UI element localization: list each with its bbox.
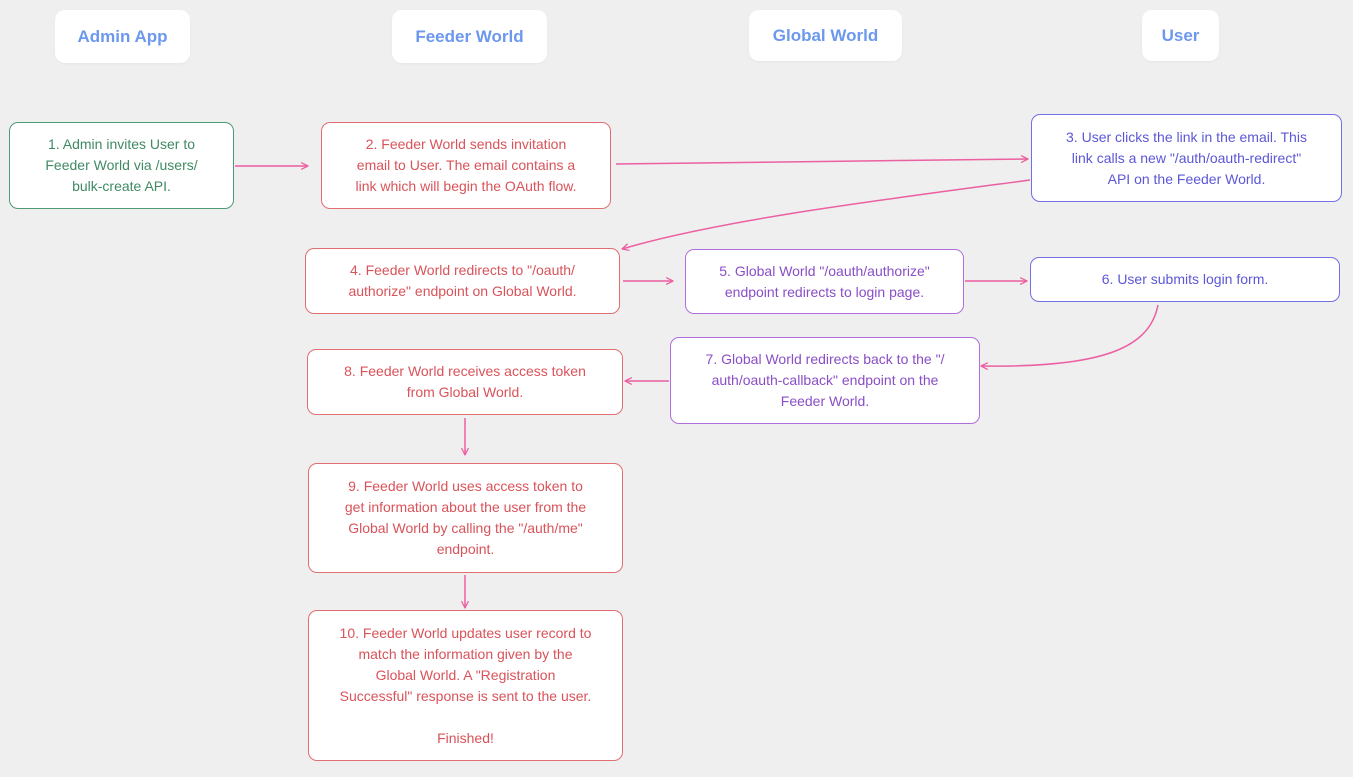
lane-header-user-label: User — [1161, 25, 1200, 45]
step-1-text: 1. Admin invites User to Feeder World vi… — [45, 136, 198, 194]
lane-header-global-world: Global World — [749, 10, 902, 61]
lane-header-feeder-world: Feeder World — [392, 10, 547, 63]
lane-header-user: User — [1142, 10, 1219, 61]
arrow-2-to-3 — [615, 155, 1029, 165]
lane-header-feeder-world-label: Feeder World — [415, 26, 524, 46]
lane-header-admin-app: Admin App — [55, 10, 190, 63]
step-1-admin-invites-user: 1. Admin invites User to Feeder World vi… — [9, 122, 234, 209]
step-3-text: 3. User clicks the link in the email. Th… — [1066, 128, 1307, 187]
step-8-feeder-receives-token: 8. Feeder World receives access token fr… — [307, 349, 623, 415]
arrow-3-to-4 — [621, 179, 1031, 251]
step-4-text: 4. Feeder World redirects to "/oauth/ au… — [348, 262, 577, 299]
step-5-global-authorize-redirect: 5. Global World "/oauth/authorize" endpo… — [685, 249, 964, 314]
arrow-6-to-7 — [980, 304, 1159, 370]
step-5-text: 5. Global World "/oauth/authorize" endpo… — [719, 262, 930, 300]
step-9-text: 9. Feeder World uses access token to get… — [344, 478, 587, 557]
lane-header-admin-app-label: Admin App — [77, 26, 168, 46]
lane-header-global-world-label: Global World — [772, 25, 879, 45]
step-3-user-clicks-link: 3. User clicks the link in the email. Th… — [1031, 114, 1342, 202]
step-2-feeder-sends-invitation: 2. Feeder World sends invitation email t… — [321, 122, 611, 209]
step-7-global-redirects-callback: 7. Global World redirects back to the "/… — [670, 337, 980, 424]
step-9-feeder-uses-token: 9. Feeder World uses access token to get… — [308, 463, 623, 573]
step-10-text: 10. Feeder World updates user record to … — [339, 624, 592, 746]
step-6-text: 6. User submits login form. — [1101, 271, 1269, 287]
step-2-text: 2. Feeder World sends invitation email t… — [355, 136, 577, 194]
step-7-text: 7. Global World redirects back to the "/… — [705, 351, 945, 409]
step-8-text: 8. Feeder World receives access token fr… — [344, 363, 586, 400]
step-6-user-submits-login: 6. User submits login form. — [1030, 257, 1340, 302]
step-4-feeder-redirects-authorize: 4. Feeder World redirects to "/oauth/ au… — [305, 248, 620, 314]
step-10-feeder-updates-record: 10. Feeder World updates user record to … — [308, 610, 623, 761]
